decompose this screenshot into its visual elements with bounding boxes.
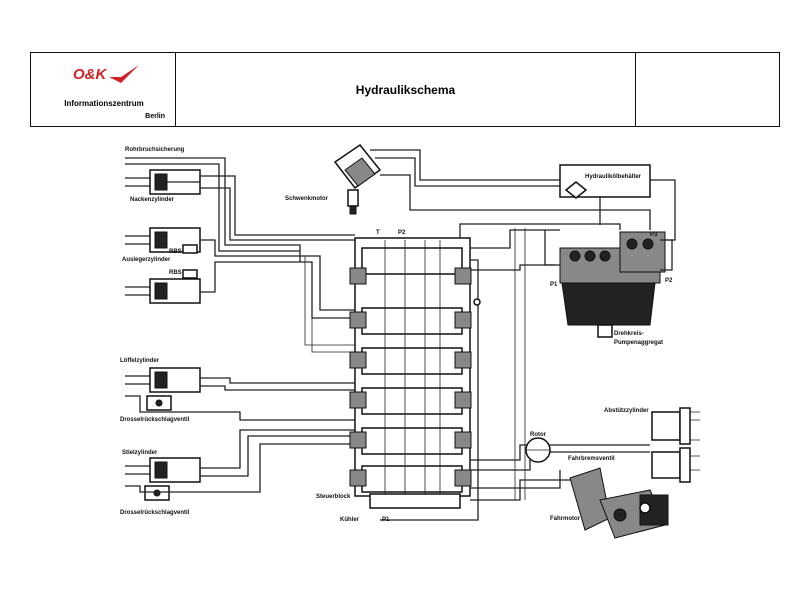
label-nackenzylinder: Nackenzylinder (130, 197, 175, 203)
left-pipes (125, 157, 355, 493)
pumpenaggregat-symbol (544, 230, 673, 338)
page-title: Hydraulikschema (176, 53, 636, 126)
label-auslegerzylinder: Auslegerzylinder (122, 257, 171, 263)
label-drosselrueckschlagventil-1: Drosselrückschlagventil (120, 417, 190, 423)
label-fahrmotor: Fahrmotor (550, 516, 581, 522)
label-rbs-1: RBS (169, 249, 182, 255)
label-loeffelzylinder: Löffelzylinder (120, 358, 160, 364)
fahrmotor-symbol (569, 467, 669, 539)
label-kuehler: Kühler (340, 517, 360, 523)
label-p1-bottom: P1 (382, 517, 390, 523)
steuerblock-symbol (349, 237, 472, 509)
stielzylinder-symbol (125, 457, 201, 501)
label-abstuetzzylinder: Abstützzylinder (604, 408, 649, 414)
nackenzylinder-symbol (125, 169, 201, 195)
label-hydraulikoelbehaelter: Hydraulikölbehälter (585, 174, 642, 180)
label-p2-pump: P2 (665, 278, 673, 284)
label-fahrbremsventil: Fahrbremsventil (568, 456, 615, 462)
label-rotor: Rotor (530, 432, 547, 438)
org-city: Berlin (145, 113, 165, 120)
rotor-symbol (525, 437, 551, 463)
oeltank-symbol (559, 164, 676, 241)
label-p1-pump: P1 (550, 282, 558, 288)
label-schwenkmotor: Schwenkmotor (285, 196, 329, 202)
label-t: T (376, 230, 380, 236)
title-block: O&K Informationszentrum Berlin Hydraulik… (30, 52, 780, 127)
auslegerzylinder-symbol (125, 227, 201, 304)
logo-cell: O&K Informationszentrum Berlin (31, 53, 176, 126)
label-drosselrueckschlagventil-2: Drosselrückschlagventil (120, 510, 190, 516)
logo-text: O&K (73, 66, 108, 83)
label-stielzylinder: Stielzylinder (122, 450, 158, 456)
label-rohrbruchsicherung: Rohrbruchsicherung (125, 147, 185, 153)
label-steuerblock: Steuerblock (316, 494, 351, 500)
org-name: Informationszentrum (64, 99, 144, 108)
label-pumpenaggregat: Pumpenaggregat (614, 340, 663, 346)
loeffelzylinder-symbol (125, 367, 201, 411)
abstuetzzylinder-symbol (651, 407, 700, 483)
label-rbs-2: RBS (169, 270, 182, 276)
schwenkmotor-symbol (333, 143, 651, 230)
right-pipes (380, 223, 650, 521)
label-drehkreis: Drehkreis- (614, 331, 644, 337)
label-p3-top: P3 (650, 232, 658, 238)
ok-logo-icon: O&K (73, 65, 139, 83)
label-p2-top: P2 (398, 230, 406, 236)
